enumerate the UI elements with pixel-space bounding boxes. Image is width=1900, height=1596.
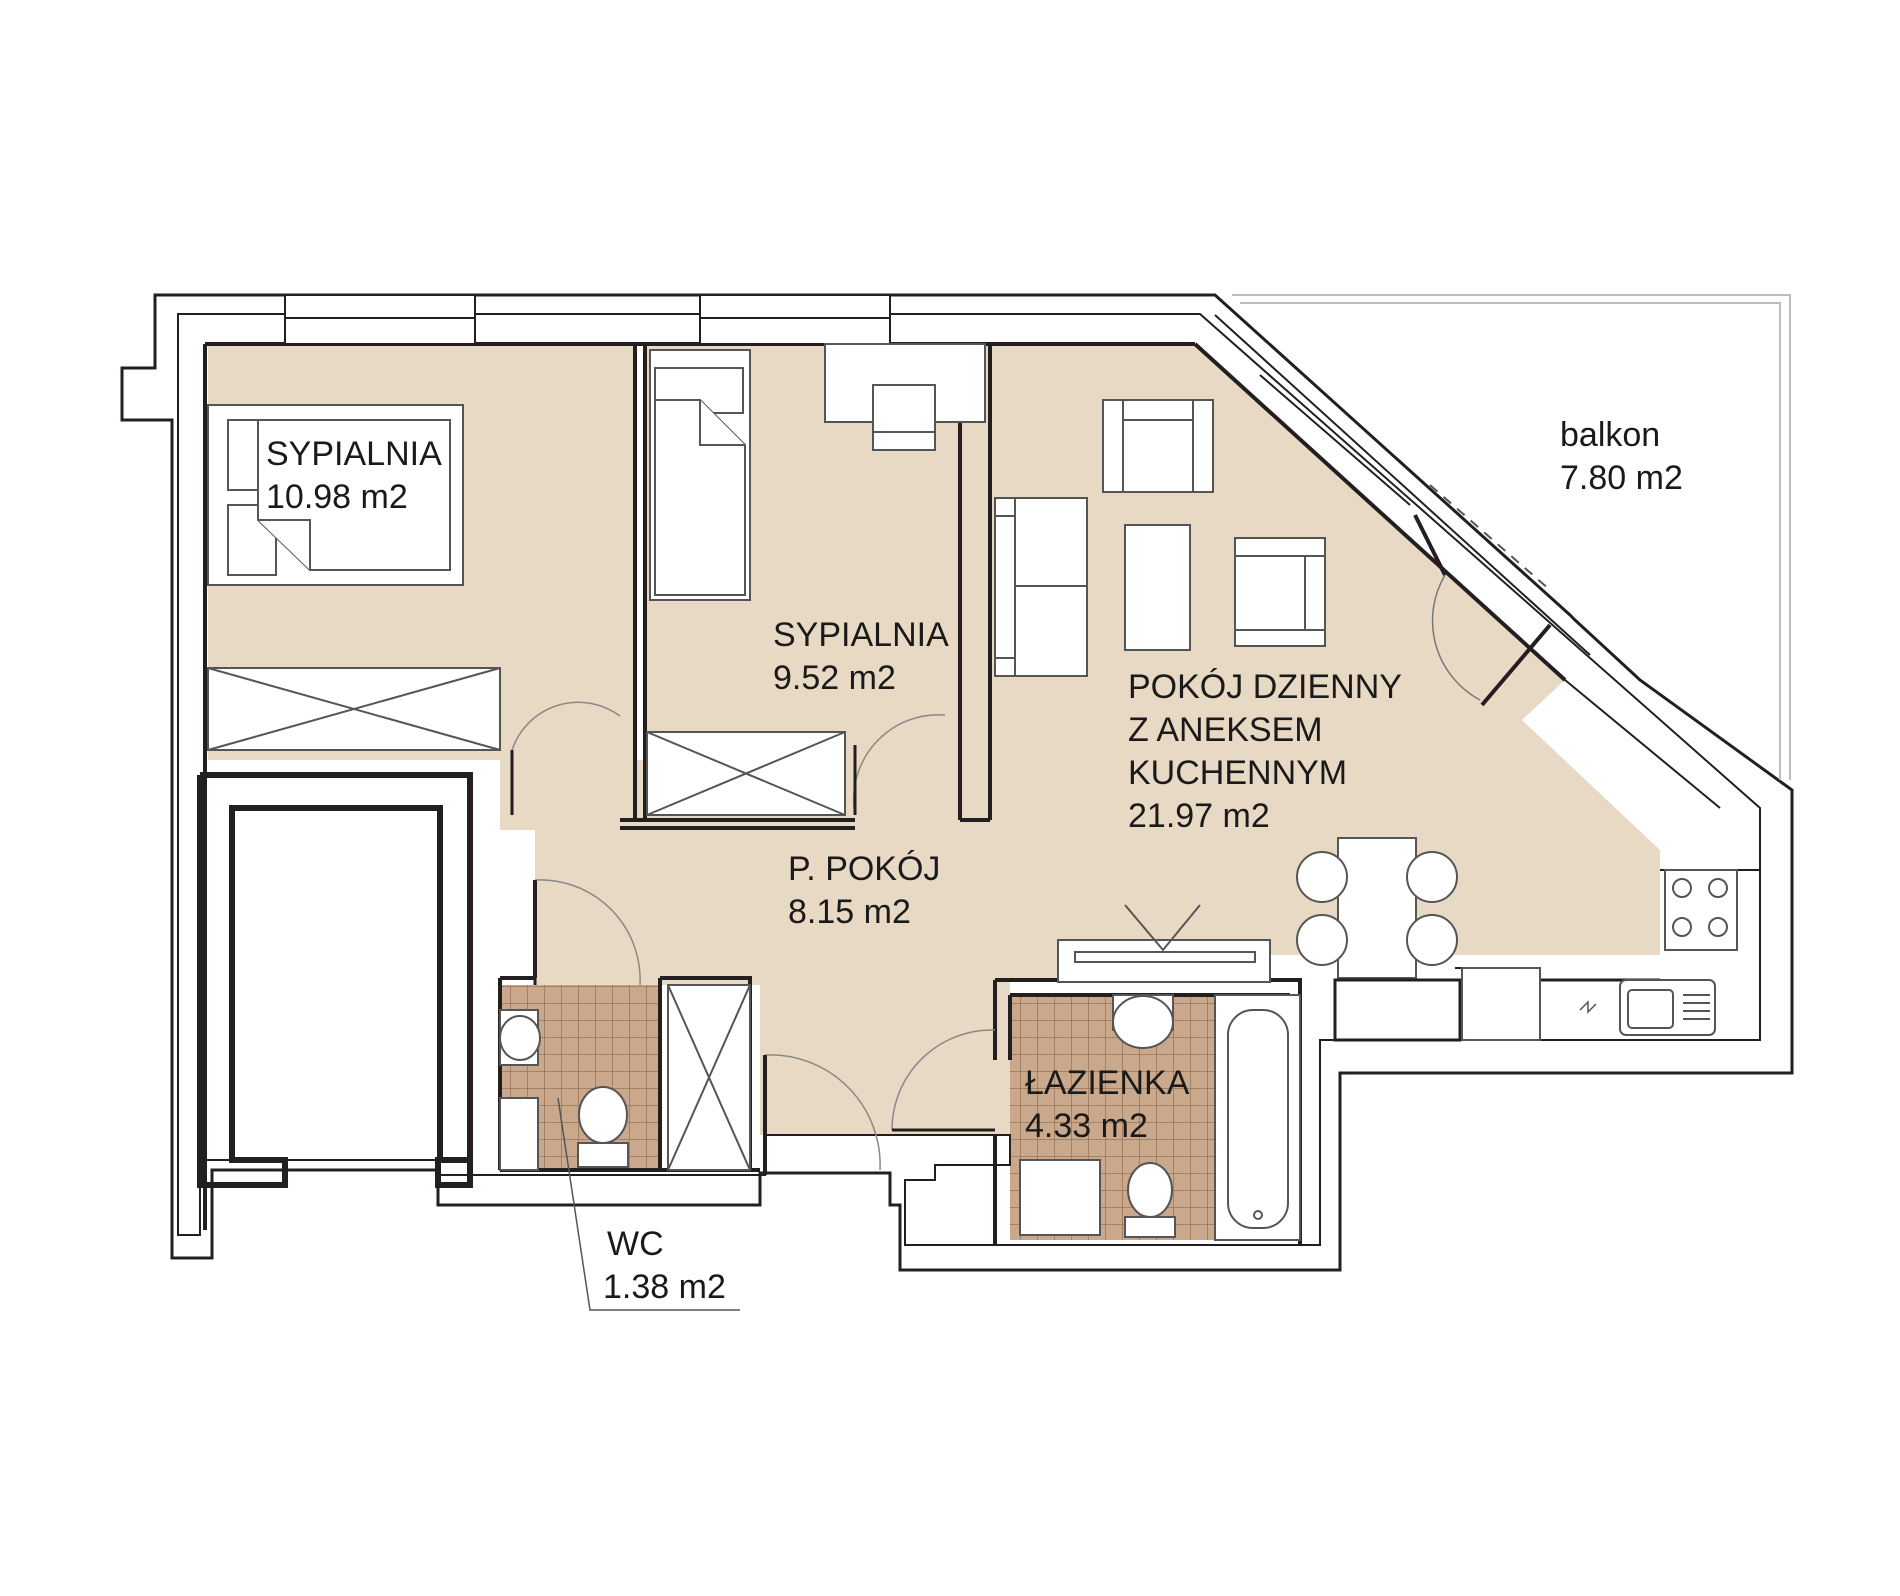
- hall-area: 8.15 m2: [788, 893, 911, 931]
- sink-icon: [1112, 994, 1174, 1049]
- window-top-1: [284, 294, 476, 345]
- bedroom-1-area: 10.98 m2: [266, 478, 408, 516]
- sink-icon: [499, 1009, 541, 1066]
- hall-floor: [500, 760, 1010, 1135]
- living-room-name-1: POKÓJ DZIENNY: [1128, 668, 1402, 706]
- toilet-icon: [1124, 1162, 1176, 1238]
- balcony-name: balkon: [1560, 416, 1660, 454]
- bathroom-wall: [993, 978, 1302, 1245]
- door-entrance: [764, 1054, 881, 1171]
- armchair-icon: [1234, 537, 1326, 647]
- stove-icon: [1664, 869, 1738, 951]
- armchair-icon: [1102, 399, 1214, 493]
- furniture: [207, 343, 1738, 1241]
- doors: [510, 701, 996, 1171]
- chair-icon: [1296, 914, 1348, 966]
- door-wc: [534, 879, 641, 986]
- walls: [120, 293, 1794, 1272]
- partition-bedroom-1-2: [633, 344, 647, 820]
- bathroom-name: ŁAZIENKA: [1025, 1064, 1190, 1102]
- chair-icon: [1296, 851, 1348, 903]
- living-room-floor: [990, 344, 1660, 980]
- wardrobe-icon: [646, 731, 846, 816]
- chair-icon: [1406, 914, 1458, 966]
- wc-cabinet: [499, 1097, 539, 1171]
- kitchen-counter: [1333, 978, 1462, 1042]
- outer-wall: [120, 293, 1794, 1272]
- hall-name: P. POKÓJ: [788, 850, 940, 888]
- wc-leader-line: [557, 1097, 740, 1311]
- hall-floor-lower: [535, 830, 660, 985]
- bedroom-2-name: SYPIALNIA: [773, 616, 949, 654]
- room-labels: SYPIALNIA 10.98 m2 SYPIALNIA 9.52 m2 POK…: [266, 416, 1683, 1306]
- door-bedroom-1: [511, 701, 621, 815]
- toilet-icon: [577, 1086, 629, 1168]
- closet-wall: [197, 772, 473, 1188]
- balcony-door: [1413, 514, 1552, 707]
- bedroom-2-area: 9.52 m2: [773, 659, 896, 697]
- chair-icon: [1406, 851, 1458, 903]
- coffee-table: [1124, 524, 1191, 651]
- wardrobe-icon: [667, 984, 751, 1171]
- bed-icon: [649, 349, 751, 601]
- tv-icon: [1057, 904, 1271, 983]
- living-room-area: 21.97 m2: [1128, 797, 1270, 835]
- bathtub-icon: [1214, 994, 1301, 1241]
- living-room-name-3: KUCHENNYM: [1128, 754, 1347, 792]
- balcony-outline: [1232, 294, 1791, 780]
- sofa-icon: [994, 497, 1088, 677]
- balcony-area: 7.80 m2: [1560, 459, 1683, 497]
- diagonal-wall: [1193, 342, 1567, 682]
- sink-icon: [1619, 979, 1716, 1036]
- door-bathroom: [891, 1029, 996, 1131]
- partition-bedroom-2-living: [958, 344, 992, 820]
- bedroom-1-name: SYPIALNIA: [266, 435, 442, 473]
- living-room-name-2: Z ANEKSEM: [1128, 711, 1323, 749]
- washing-machine: [1019, 1159, 1101, 1236]
- window-top-2: [699, 294, 891, 345]
- desk-icon: [824, 343, 986, 451]
- bed-icon: [207, 404, 464, 586]
- wc-name: WC: [607, 1225, 664, 1263]
- bathroom-area: 4.33 m2: [1025, 1107, 1148, 1145]
- balcony-door-dash: [1429, 484, 1551, 591]
- wc-area: 1.38 m2: [603, 1268, 726, 1306]
- dining-table-icon: [1337, 837, 1417, 979]
- wardrobe-icon: [207, 667, 501, 751]
- balcony: [1232, 294, 1791, 780]
